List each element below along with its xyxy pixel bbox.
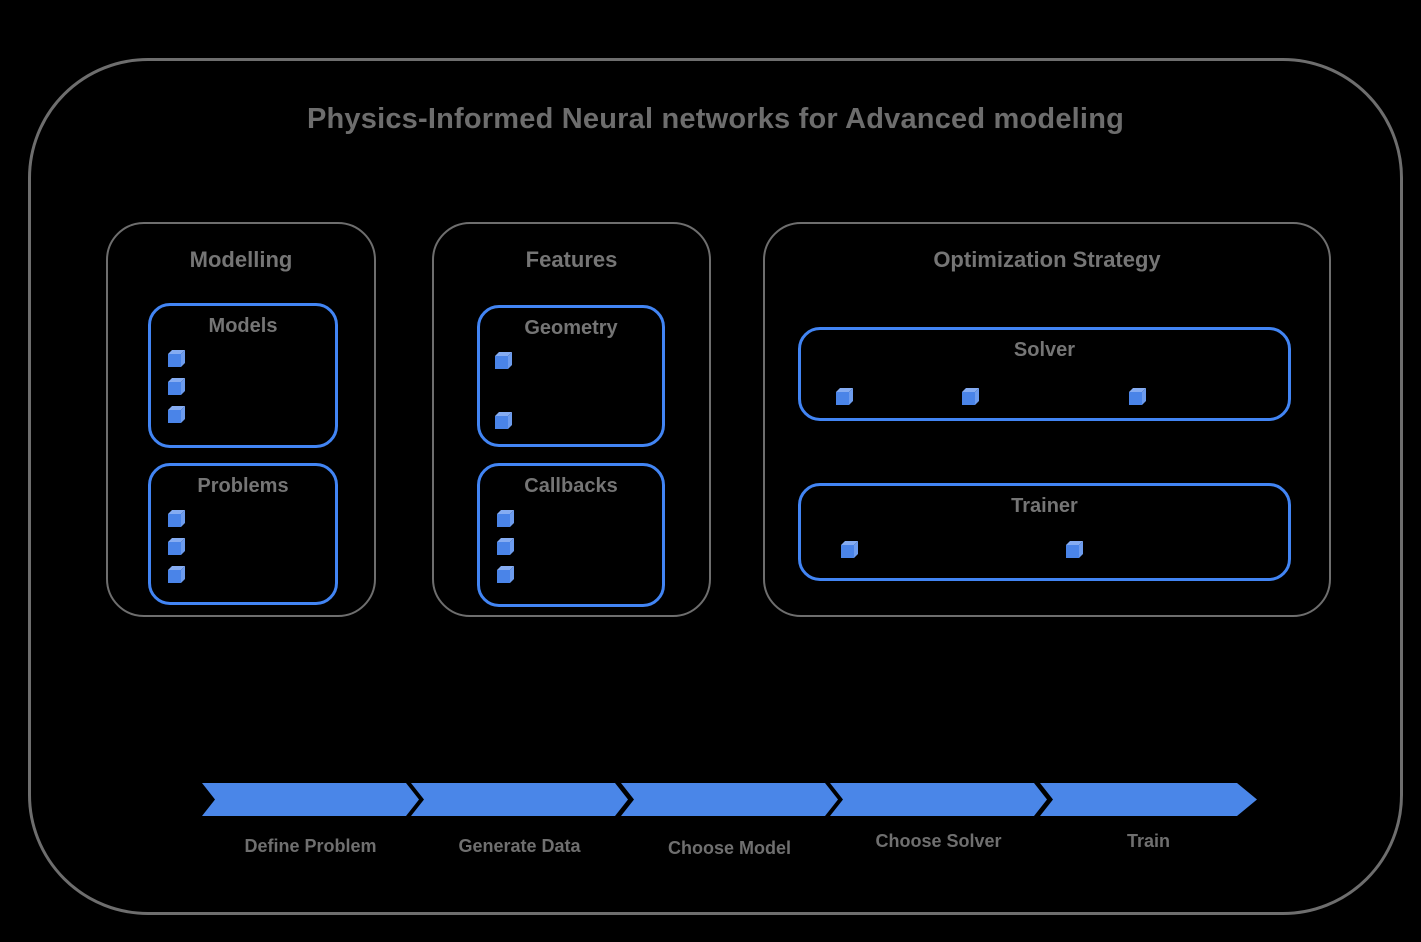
cube-bullet-icon bbox=[495, 356, 508, 369]
cube-bullet-icon bbox=[497, 514, 510, 527]
cube-bullet-icon bbox=[168, 542, 181, 555]
step-label-generate-data: Generate Data bbox=[458, 836, 581, 856]
box-geometry: Geometry bbox=[477, 305, 665, 447]
trainer-bullet-list bbox=[801, 486, 1288, 578]
box-solver: Solver bbox=[798, 327, 1291, 421]
box-callbacks-label: Callbacks bbox=[524, 475, 618, 497]
geometry-bullet-list bbox=[495, 356, 508, 429]
box-trainer: Trainer bbox=[798, 483, 1291, 581]
group-features: Features Geometry Callbacks bbox=[432, 222, 711, 617]
chevron-segment-choose-model bbox=[621, 783, 838, 816]
box-geometry-label: Geometry bbox=[524, 317, 618, 339]
solver-bullet-list bbox=[801, 330, 1288, 418]
cube-bullet-icon bbox=[168, 570, 181, 583]
cube-bullet-icon bbox=[168, 382, 181, 395]
box-solver-label: Solver bbox=[1013, 339, 1076, 361]
step-label-choose-model: Choose Model bbox=[667, 838, 791, 858]
step-label-train: Train bbox=[1126, 831, 1170, 851]
box-problems-label: Problems bbox=[197, 475, 289, 497]
cube-bullet-icon bbox=[1066, 545, 1079, 558]
cube-bullet-icon bbox=[168, 514, 181, 527]
diagram-frame: Physics-Informed Neural networks for Adv… bbox=[28, 58, 1403, 915]
box-trainer-label: Trainer bbox=[1011, 495, 1078, 517]
box-models: Models bbox=[148, 303, 338, 448]
step-label-define-problem: Define Problem bbox=[244, 836, 377, 856]
group-modelling: Modelling Models Problems bbox=[106, 222, 376, 617]
cube-bullet-icon bbox=[168, 354, 181, 367]
models-bullet-list bbox=[168, 354, 181, 423]
cube-bullet-icon bbox=[1129, 392, 1142, 405]
cube-bullet-icon bbox=[841, 545, 854, 558]
pipeline-arrow: Define Problem Generate Data Choose Mode… bbox=[202, 783, 1262, 863]
step-label-choose-solver: Choose Solver bbox=[875, 831, 1002, 851]
cube-bullet-icon bbox=[497, 542, 510, 555]
group-optimization-label: Optimization Strategy bbox=[933, 247, 1161, 272]
group-features-label: Features bbox=[525, 247, 618, 272]
cube-bullet-icon bbox=[495, 416, 508, 429]
cube-bullet-icon bbox=[962, 392, 975, 405]
box-problems: Problems bbox=[148, 463, 338, 605]
chevron-segment-define-problem bbox=[202, 783, 419, 816]
box-callbacks: Callbacks bbox=[477, 463, 665, 607]
cube-bullet-icon bbox=[168, 410, 181, 423]
chevron-segment-choose-solver bbox=[830, 783, 1047, 816]
chevron-segment-train bbox=[1040, 783, 1257, 816]
callbacks-bullet-list bbox=[497, 514, 510, 583]
cube-bullet-icon bbox=[497, 570, 510, 583]
problems-bullet-list bbox=[168, 514, 181, 583]
group-optimization-strategy: Optimization Strategy Solver Trainer bbox=[763, 222, 1331, 617]
diagram-title: Physics-Informed Neural networks for Adv… bbox=[306, 103, 1125, 135]
box-models-label: Models bbox=[208, 315, 278, 337]
cube-bullet-icon bbox=[836, 392, 849, 405]
chevron-segment-generate-data bbox=[411, 783, 628, 816]
group-modelling-label: Modelling bbox=[189, 247, 293, 272]
